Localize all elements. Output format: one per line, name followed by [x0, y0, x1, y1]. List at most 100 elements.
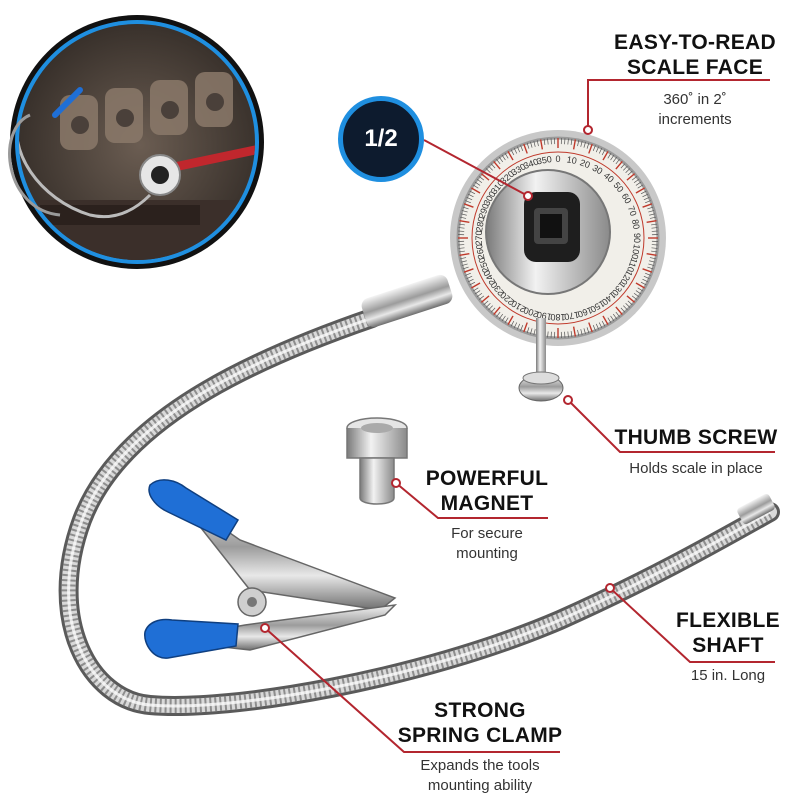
dial-tick	[615, 306, 623, 316]
dial-scale-label: 170	[563, 310, 580, 322]
dial-tick	[460, 260, 467, 263]
dial-scale-label: 350	[536, 154, 553, 166]
dial-tick	[631, 176, 638, 181]
dial-tick	[615, 311, 620, 318]
dial-tick	[626, 295, 636, 303]
scale-face-desc-1: 360˚ in 2˚	[663, 91, 727, 108]
dial-tick	[570, 331, 573, 338]
dial-tick	[615, 160, 623, 170]
dial-tick	[460, 213, 467, 216]
shaft-title-2: SHAFT	[692, 634, 764, 657]
dial-tick	[577, 140, 580, 147]
dial-tick	[476, 178, 483, 184]
dial-tick	[465, 200, 471, 204]
dial-tick	[496, 158, 501, 165]
callout-leaders	[264, 79, 775, 753]
dial-tick	[626, 173, 636, 181]
spring-clamp-icon	[144, 479, 398, 659]
engine-inset-icon	[10, 15, 264, 269]
scale-face-title-1: EASY-TO-READ	[614, 31, 776, 54]
dial-tick	[601, 149, 606, 156]
dial-tick	[642, 268, 653, 273]
dial-tick	[507, 315, 514, 325]
dial-tick	[592, 325, 596, 331]
dial-tick	[513, 322, 518, 329]
drive-size-label: 1/2	[364, 125, 398, 152]
dial-tick	[496, 311, 501, 318]
dial-tick	[635, 187, 645, 194]
dial-tick	[458, 247, 465, 249]
dial-tick	[645, 200, 651, 204]
dial-tick	[643, 197, 650, 201]
dial-scale-label: 110	[625, 257, 639, 274]
dial-scale-label: 270	[474, 230, 484, 245]
dial-tick	[612, 156, 618, 163]
dial-scale-label: 160	[576, 305, 594, 320]
dial-tick	[501, 315, 506, 322]
dial-tick	[651, 223, 658, 226]
dial-tick	[602, 315, 609, 325]
dial-tick	[623, 305, 628, 311]
dial-tick	[543, 138, 546, 145]
dial-tick	[480, 295, 490, 303]
dial-tick	[493, 160, 501, 170]
dial-tick	[588, 143, 593, 154]
dial-tick	[635, 181, 642, 186]
dial-tick	[510, 320, 515, 327]
dial-tick	[461, 210, 468, 213]
dial-tick	[640, 281, 647, 286]
dial-tick	[623, 165, 628, 171]
dial-tick	[607, 153, 612, 159]
dial-tick	[523, 143, 528, 154]
dial-tick	[474, 181, 481, 186]
drive-size-badge: 1/2	[338, 96, 424, 182]
dial-tick	[651, 227, 658, 229]
dial-tick	[598, 147, 603, 154]
dial-scale-label: 250	[476, 256, 491, 274]
dial-tick	[642, 278, 649, 283]
dial-tick	[467, 193, 474, 198]
dial-tick	[526, 327, 530, 334]
dial-tick	[635, 282, 645, 289]
dial-tick	[583, 328, 586, 335]
dial-tick	[469, 281, 476, 286]
dial-tick	[473, 287, 479, 292]
dial-tick	[625, 168, 631, 173]
dial-scale-label: 40	[602, 170, 616, 184]
dial-tick	[476, 292, 483, 298]
dial-tick	[478, 176, 485, 181]
dial-scale-label: 0	[555, 154, 560, 164]
dial-tick	[459, 219, 470, 224]
dial-tick	[595, 146, 599, 153]
dial-tick	[520, 325, 524, 331]
dial-tick	[483, 300, 489, 306]
thumb-screw-desc: Holds scale in place	[629, 460, 763, 477]
scale-face-title-2: SCALE FACE	[626, 56, 763, 79]
dial-tick	[501, 154, 506, 161]
dial-tick	[471, 282, 481, 289]
dial-tick	[640, 190, 647, 195]
dial-tick	[488, 305, 493, 311]
thumb-screw-title: THUMB SCREW	[614, 426, 778, 449]
dial-tick	[570, 138, 573, 145]
dial-tick	[567, 138, 569, 145]
dial-scale-label: 100	[630, 243, 642, 260]
dial-tick	[583, 141, 586, 148]
dial-tick	[523, 322, 528, 333]
dial-tick	[646, 252, 657, 257]
dial-tick	[601, 320, 606, 327]
scale-face-desc-2: increments	[658, 111, 732, 128]
dial-tick	[649, 260, 656, 263]
dial-tick	[625, 303, 631, 308]
dial-tick	[588, 322, 593, 333]
dial-tick	[615, 158, 620, 165]
flexible-shaft-icon	[58, 308, 780, 716]
magnet-desc-1: For secure	[451, 525, 523, 542]
dial-tick	[474, 290, 481, 295]
callout-spring-clamp: STRONG SPRING CLAMP Expands the tools mo…	[385, 698, 575, 796]
dial-tick	[635, 290, 642, 295]
dial-tick	[586, 327, 590, 334]
dial-tick	[510, 149, 515, 156]
dial-tick	[463, 268, 474, 273]
